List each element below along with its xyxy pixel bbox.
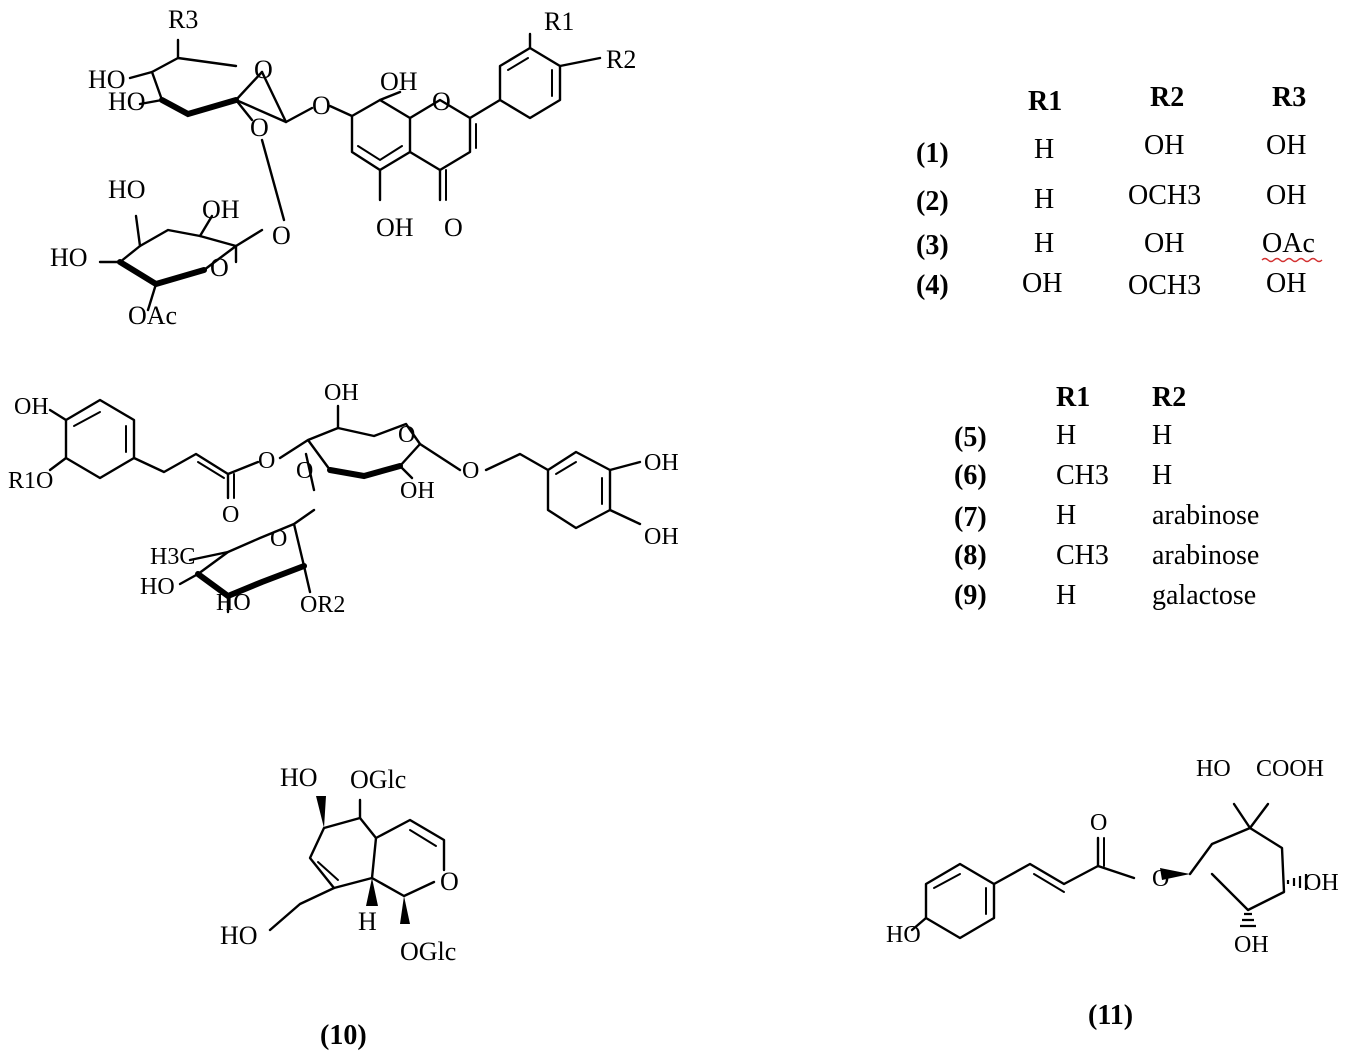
table2-cell-r1: CH3 <box>1056 460 1109 491</box>
rhamnose-ring-oxygen-label: O <box>270 526 287 552</box>
oh-label: OH <box>1304 870 1339 896</box>
ho-label: HO <box>140 574 175 600</box>
table2-cell-r1: H <box>1056 420 1076 451</box>
oh-label: OH <box>324 380 359 406</box>
table1-cell-r2: OH <box>1144 228 1184 259</box>
table1-cell-r1: H <box>1034 228 1054 259</box>
table1-cell-r1: H <box>1034 184 1054 215</box>
cooh-label: COOH <box>1256 756 1324 782</box>
flavone-glycoside-structure: R3 HO HO O O O OH O R1 R2 HO OH O HO O O… <box>50 5 636 330</box>
oh-label: OH <box>14 394 49 420</box>
table1-row-id: (3) <box>916 230 949 261</box>
phenylethanoid-glycoside-structure: OH R1O O O OH O OH O OH OH H3C O HO HO O… <box>8 380 679 618</box>
oglc-label: OGlc <box>400 937 456 966</box>
ho-label: HO <box>886 922 921 948</box>
carbonyl-oxygen-label: O <box>222 502 239 528</box>
galactose-ring-oxygen-label: O <box>210 253 229 282</box>
table1-header-r1: R1 <box>1028 86 1062 117</box>
ether-oxygen-label: O <box>462 458 479 484</box>
table1-row-id: (2) <box>916 186 949 217</box>
oh-label: OH <box>644 450 679 476</box>
table2-row-id: (7) <box>954 502 987 533</box>
pyranone-oxygen-label: O <box>432 87 451 116</box>
r3-label: R3 <box>168 5 198 34</box>
r2-label: R2 <box>606 45 636 74</box>
oh-label: OH <box>1234 932 1269 958</box>
compound-11-structure: HO COOH O O HO OH OH (11) <box>886 756 1339 1031</box>
r1o-label: R1O <box>8 468 53 494</box>
ho-label: HO <box>1196 756 1231 782</box>
table2-cell-r1: H <box>1056 500 1076 531</box>
spellcheck-underline <box>1261 257 1323 263</box>
or2-label: OR2 <box>300 592 345 618</box>
table2-row-id: (6) <box>954 460 987 491</box>
table1-cell-r1: H <box>1034 134 1054 165</box>
ester-oxygen-label: O <box>1152 866 1169 892</box>
ho-label: HO <box>108 87 146 116</box>
table1-cell-r3: OAc <box>1262 228 1315 259</box>
oh-label: OH <box>202 195 240 224</box>
table1-header-r3: R3 <box>1272 82 1306 113</box>
ring-oxygen-label: O <box>398 422 415 448</box>
carbonyl-oxygen-label: O <box>1090 810 1107 836</box>
oh-label: OH <box>380 67 418 96</box>
ho-label: HO <box>216 590 251 616</box>
substituent-table-2: R1 R2 (5) H H (6) CH3 H (7) H arabinose … <box>954 382 1259 611</box>
ho-label: HO <box>220 921 258 950</box>
table2-cell-r1: CH3 <box>1056 540 1109 571</box>
table2-row-id: (9) <box>954 580 987 611</box>
table1-cell-r3: OH <box>1266 180 1306 211</box>
ring-oxygen-label: O <box>440 867 459 896</box>
carbonyl-oxygen-label: O <box>444 213 463 242</box>
glycosidic-oxygen-label: O <box>250 113 269 142</box>
compound-10-structure: HO OGlc O HO H OGlc (10) <box>220 763 459 1051</box>
table1-cell-r2: OCH3 <box>1128 270 1201 301</box>
oh-label: OH <box>400 478 435 504</box>
h3c-label: H3C <box>150 544 195 570</box>
linking-oxygen-label: O <box>272 221 291 250</box>
r1-label: R1 <box>544 7 574 36</box>
ho-label: HO <box>108 175 146 204</box>
table2-cell-r2: galactose <box>1152 580 1256 611</box>
table2-row-id: (8) <box>954 540 987 571</box>
ho-label: HO <box>280 763 318 792</box>
oh-label: OH <box>644 524 679 550</box>
table2-cell-r2: H <box>1152 460 1172 491</box>
table1-cell-r3: OH <box>1266 268 1306 299</box>
ring-oxygen-label: O <box>254 55 273 84</box>
oh-label: OH <box>376 213 414 242</box>
ho-label: HO <box>50 243 88 272</box>
ho-label: HO <box>88 65 126 94</box>
table2-header-r2: R2 <box>1152 382 1186 413</box>
ester-oxygen-label: O <box>258 448 275 474</box>
table1-row-id: (1) <box>916 138 949 169</box>
oglc-label: OGlc <box>350 765 406 794</box>
table1-cell-r2: OH <box>1144 130 1184 161</box>
table2-cell-r2: H <box>1152 420 1172 451</box>
h-label: H <box>358 907 377 936</box>
linking-oxygen-label: O <box>296 458 313 484</box>
ether-oxygen-label: O <box>312 91 331 120</box>
table1-cell-r3: OH <box>1266 130 1306 161</box>
table2-cell-r2: arabinose <box>1152 540 1259 571</box>
table2-header-r1: R1 <box>1056 382 1090 413</box>
compound-10-id: (10) <box>320 1020 367 1051</box>
table1-header-r2: R2 <box>1150 82 1184 113</box>
table1-cell-r2: OCH3 <box>1128 180 1201 211</box>
oac-label: OAc <box>128 301 177 330</box>
table1-row-id: (4) <box>916 270 949 301</box>
compound-11-id: (11) <box>1088 1000 1133 1031</box>
table2-cell-r1: H <box>1056 580 1076 611</box>
substituent-table-1: R1 R2 R3 (1) H OH OH (2) H OCH3 OH (3) H… <box>916 82 1323 301</box>
table2-row-id: (5) <box>954 422 987 453</box>
table1-cell-r1: OH <box>1022 268 1062 299</box>
table2-cell-r2: arabinose <box>1152 500 1259 531</box>
